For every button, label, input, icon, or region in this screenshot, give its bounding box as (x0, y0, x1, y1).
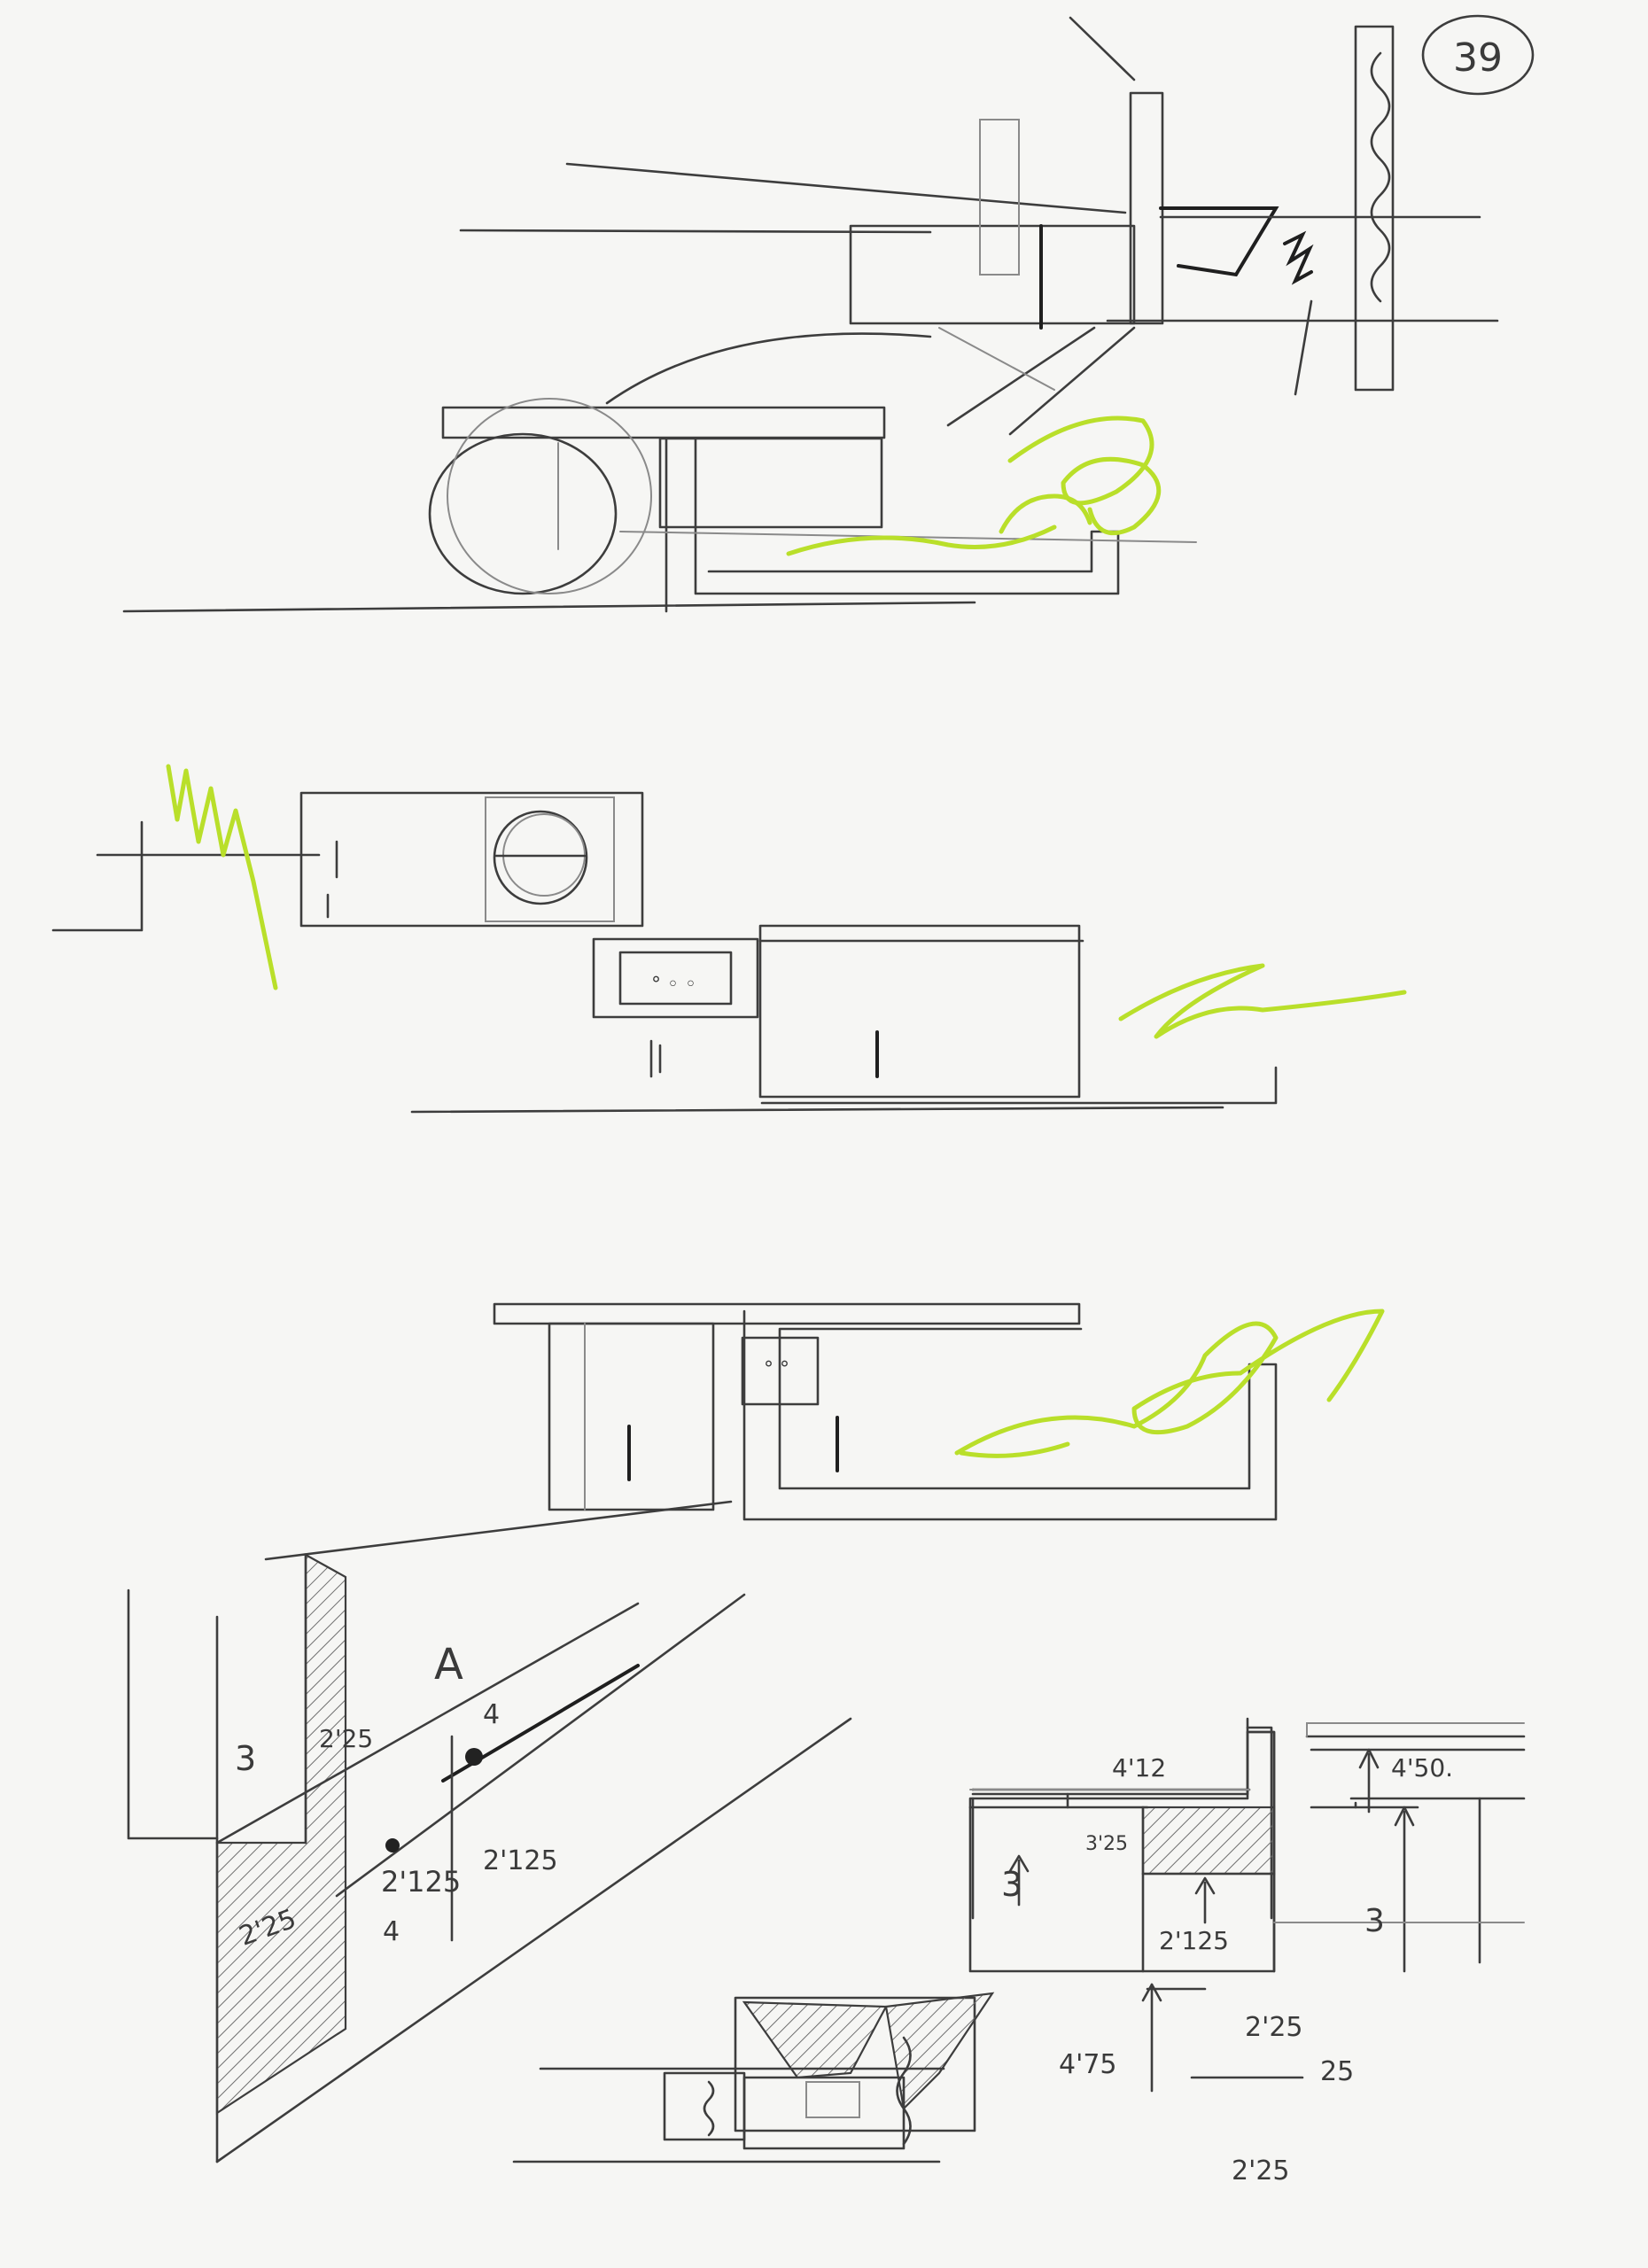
right-section: 4'12 3'25 3 2'125 4'50. 3 (968, 1722, 1526, 1973)
page-number: 39 (1421, 14, 1535, 96)
dim-4-12: 4'12 (1112, 1753, 1166, 1783)
sketch-section-courtyard: ° ° (264, 1302, 1385, 1561)
sketch-axonometric: A 3 2'25 4 2'125 2'125 4 2'25 (127, 1553, 852, 2163)
dim-3-left: 3 (1001, 1865, 1022, 1904)
svg-text:° ◦ ◦: ° ◦ ◦ (651, 974, 696, 996)
page-number-text: 39 (1453, 35, 1503, 81)
dim-3-25: 3'25 (1085, 1833, 1128, 1855)
dim-2-125-right: 2'125 (483, 1845, 558, 1876)
dim-25: 25 (1320, 2056, 1354, 2087)
dim-2-125-detail: 2'125 (1159, 1926, 1229, 1955)
dim-3-right: 3 (1364, 1903, 1385, 1939)
dim-3: 3 (235, 1739, 256, 1778)
dim-4-75: 4'75 (1059, 2049, 1117, 2080)
dim-2-25-top: 2'25 (1245, 2012, 1303, 2043)
dim-4-50: 4'50. (1391, 1753, 1453, 1783)
sketch-base-detail: 4'75 2'25 25 2'25 (512, 1983, 1354, 2186)
svg-text:° °: ° ° (764, 1358, 789, 1380)
dim-4-low: 4 (383, 1916, 400, 1947)
sketch-perspective-section (122, 16, 1499, 613)
dim-4-top: 4 (483, 1699, 500, 1730)
dim-2-25: 2'25 (319, 1724, 373, 1753)
dim-2-25-bottom: 2'25 (1232, 2155, 1290, 2186)
section-marker: A (434, 1640, 463, 1689)
sketch-section-circle-window: ° ◦ ◦ (51, 764, 1407, 1114)
dim-2-125-mid: 2'125 (381, 1865, 461, 1899)
